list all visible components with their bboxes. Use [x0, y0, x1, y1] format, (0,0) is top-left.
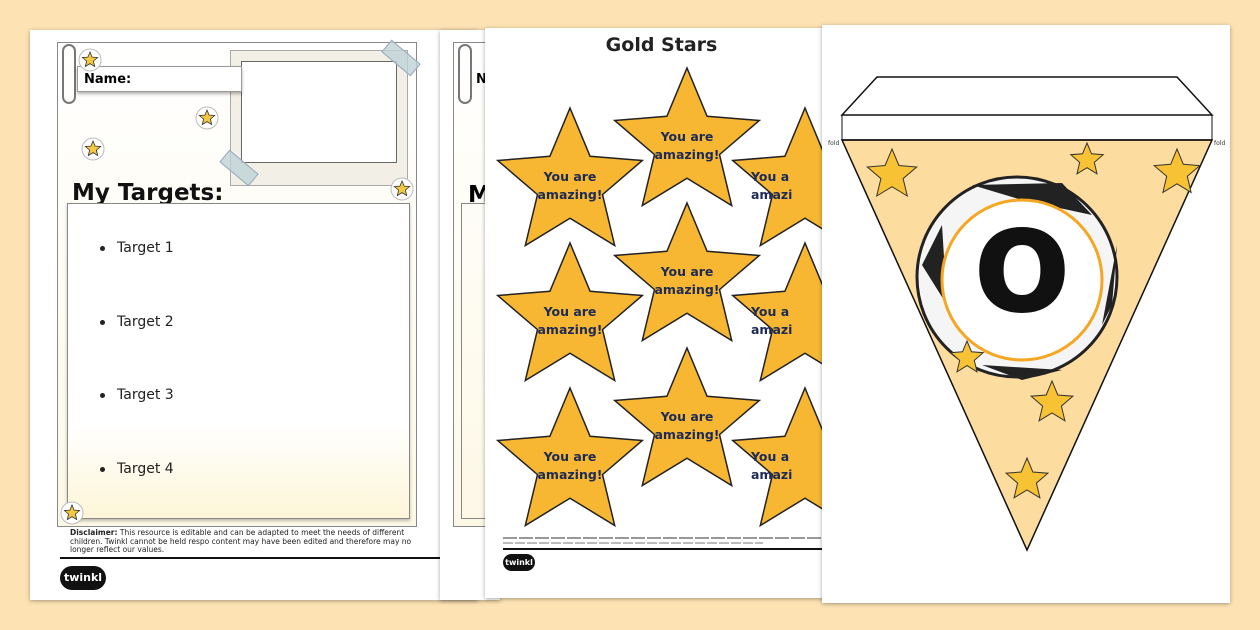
star-text: You are amazing!: [537, 304, 603, 337]
twinkl-logo: twinkl: [60, 566, 106, 590]
page-title: Gold Stars: [605, 34, 718, 56]
star-icon: [866, 147, 918, 198]
star-icon: [1069, 141, 1105, 175]
name-field: N: [476, 72, 487, 87]
star-icon: [495, 386, 645, 528]
name-field: Name:: [77, 66, 242, 92]
star-text: You are amazing!: [654, 409, 720, 442]
star-icon: [730, 386, 838, 528]
disclaimer: Disclaimer: This resource is editable an…: [70, 528, 412, 554]
star-icon: [393, 179, 411, 197]
fold-label: fold: [1214, 140, 1226, 147]
star-text: You are amazing!: [654, 129, 720, 162]
bunting-letter: O: [974, 207, 1071, 338]
decorative-stars: [60, 48, 414, 525]
bunting-pennant: [840, 76, 1214, 552]
bunting-sheet: O fold fold: [822, 25, 1230, 603]
star-icon: [612, 66, 762, 208]
star-icon: [84, 139, 102, 157]
page-title: My Targets:: [72, 180, 224, 206]
paperclip-icon: [458, 44, 472, 104]
paperclip-icon: [62, 44, 76, 104]
divider: [60, 557, 465, 559]
fold-label: fold: [828, 140, 840, 147]
star-icon: [730, 106, 838, 248]
divider: [503, 548, 823, 550]
targets-list: Target 1 Target 2 Target 3 Target 4: [67, 203, 410, 519]
star-text: You are amazing!: [537, 169, 603, 202]
disclaimer-lines: [503, 537, 823, 539]
star-icon: [949, 339, 985, 373]
star-icon: [612, 201, 762, 343]
star-text: You a amazi: [751, 169, 793, 202]
target-item: Target 2: [100, 314, 174, 330]
target-item: Target 1: [100, 240, 174, 256]
gold-stars: [495, 66, 838, 528]
photo-frame: [230, 50, 408, 186]
star-icon: [1029, 379, 1075, 422]
star-text: You a amazi: [751, 304, 793, 337]
star-icon: [63, 503, 81, 521]
star-text: You a amazi: [751, 449, 793, 482]
star-icon: [495, 106, 645, 248]
star-icon: [730, 241, 838, 383]
star-icon: [1152, 147, 1202, 194]
star-text: You are amazing!: [537, 449, 603, 482]
twinkl-logo: twinkl: [503, 554, 535, 571]
gold-stars-sheet: Gold Stars You are amazing! You are amazi…: [485, 28, 838, 598]
star-icon: [198, 108, 216, 126]
star-icon: [612, 346, 762, 488]
target-item: Target 3: [100, 387, 174, 403]
star-icon: [81, 50, 99, 68]
star-icon: [495, 241, 645, 383]
star-icon: [1004, 456, 1050, 499]
star-text: You are amazing!: [654, 264, 720, 297]
my-targets-sheet: Name: My Targets: Target 1 Target 2 Targ…: [30, 30, 478, 600]
target-item: Target 4: [100, 461, 174, 477]
